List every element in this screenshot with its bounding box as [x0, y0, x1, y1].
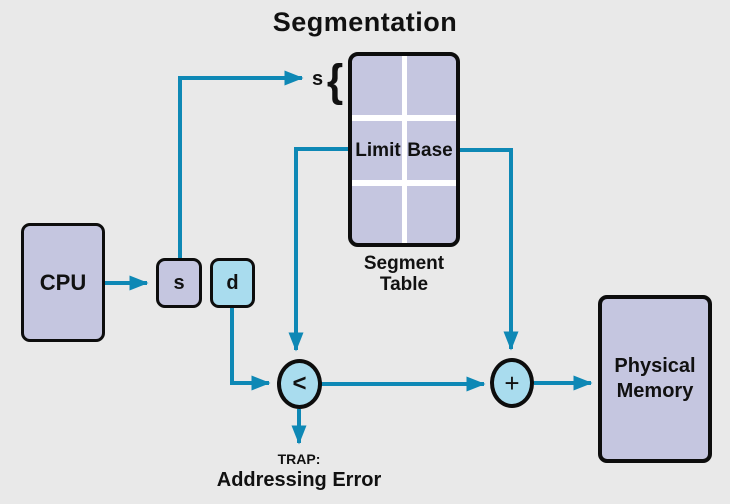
- displacement-register-label: d: [226, 271, 239, 294]
- comparator-node: <: [277, 359, 322, 409]
- cpu-label: CPU: [39, 269, 87, 295]
- segment-register-box: s: [156, 258, 202, 308]
- segment-index-brace: {: [326, 55, 344, 106]
- segment-index-label: s: [312, 68, 324, 90]
- caption-line-2: Table: [379, 274, 429, 295]
- trap-annotation: TRAP: Addressing Error: [209, 451, 389, 492]
- diagram-title: Segmentation: [272, 7, 458, 37]
- adder-symbol: +: [504, 367, 520, 398]
- trap-label: TRAP:: [277, 451, 321, 467]
- adder-node: +: [490, 358, 534, 408]
- arrow-base-to-adder: [460, 148, 519, 351]
- caption-line-1: Segment: [363, 253, 445, 274]
- trap-detail: Addressing Error: [216, 469, 382, 491]
- displacement-register-box: d: [210, 258, 255, 308]
- segment-table-caption: Segment Table: [348, 253, 460, 295]
- arrow-s-to-segment-index: [178, 70, 304, 258]
- segment-table: Limit Base: [348, 52, 460, 247]
- table-column-divider: [402, 56, 407, 243]
- cpu-box: CPU: [21, 223, 105, 342]
- physical-memory-label: Physical Memory: [614, 355, 696, 402]
- arrow-limit-to-comparator: [288, 147, 348, 352]
- table-limit-base-row: Limit Base: [352, 121, 456, 180]
- comparator-symbol: <: [292, 370, 307, 397]
- base-cell: Base: [407, 139, 453, 161]
- arrow-d-to-comparator: [230, 307, 271, 391]
- segment-register-label: s: [173, 271, 185, 294]
- limit-cell: Limit: [355, 139, 401, 161]
- physical-memory-box: Physical Memory: [598, 295, 712, 463]
